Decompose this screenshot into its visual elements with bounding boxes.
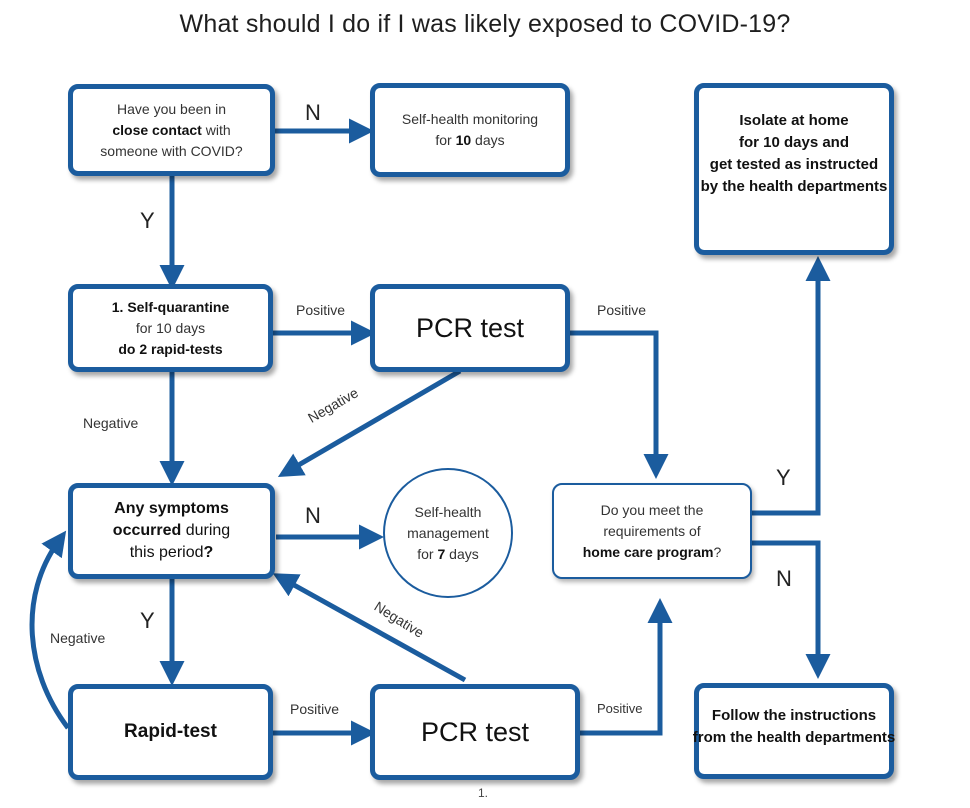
arrow-pcr-bottom-to-symptoms [272,573,467,683]
arrow-rapid-loop-to-symptoms [29,530,70,730]
label-n-close-contact: N [305,100,321,125]
symptoms-line-2-rest: during [181,522,231,539]
self-management-line-3-pre: for [417,545,438,562]
label-positive-quarantine: Positive [296,302,346,318]
home-care-question-box: Do you meet the requirements of home car… [552,483,752,579]
label-negative-quarantine: Negative [83,415,139,431]
self-monitoring-box: Self-health monitoring for 10 days [370,83,570,177]
arrow-pcr-bottom-to-home-care [578,598,673,736]
arrow-pcr-top-to-home-care [570,330,669,479]
self-monitoring-days: 10 [455,132,472,148]
isolate-line-2: for 10 days and [738,134,850,151]
label-n-home-care: N [776,566,792,591]
self-monitoring-line-2-post: days [471,132,505,148]
self-quarantine-line-1: 1. Self-quarantine [112,297,229,318]
home-care-program: home care program [582,543,714,560]
symptoms-line-3: this period? [130,542,214,564]
follow-line-1: Follow the instructions [711,707,877,724]
arrow-home-care-to-follow [750,540,831,679]
label-negative-rapid-loop: Negative [50,630,106,646]
label-y-symptoms: Y [140,608,155,633]
close-contact-line-2-rest: with [201,121,231,138]
self-quarantine-title: 1. Self-quarantine [111,298,230,315]
isolate-line-3: get tested as instructed [709,156,879,173]
self-management-circle: Self-health management for 7 days [383,468,513,598]
pcr-test-bottom-box: PCR test [370,684,580,780]
self-quarantine-line-2: for 10 days [135,319,206,336]
diagram-title: What should I do if I was likely exposed… [179,10,791,38]
symptoms-occurred: occurred [112,522,182,539]
self-management-line-3-post: days [445,545,479,562]
self-quarantine-line-3: do 2 rapid-tests [118,339,222,360]
close-contact-question-box: Have you been in close contact with some… [68,84,275,176]
label-n-symptoms: N [305,503,321,528]
home-care-line-3: home care program? [583,542,722,563]
symptoms-question-mark: ? [203,544,214,561]
follow-instructions-box: Follow the instructions from the health … [692,683,896,779]
self-quarantine-box: 1. Self-quarantine for 10 days do 2 rapi… [68,284,273,372]
label-y-home-care: Y [776,465,791,490]
home-care-line-2: requirements of [603,522,701,539]
arrow-pcr-top-to-symptoms [277,368,462,478]
symptoms-line-2: occurred during [113,520,230,542]
pcr-test-bottom-label: PCR test [420,716,530,747]
self-quarantine-tests: do 2 rapid-tests [118,340,223,357]
isolate-line-1: Isolate at home [739,112,849,129]
follow-line-2: from the health departments [692,729,896,746]
symptoms-title: Any symptoms [114,500,229,517]
label-positive-pcr-bottom: Positive [597,701,643,716]
close-contact-line-1: Have you been in [117,100,226,117]
self-management-line-3: for 7 days [417,544,479,565]
pcr-test-top-label: PCR test [415,312,525,343]
self-monitoring-line-1: Self-health monitoring [401,111,539,127]
self-monitoring-line-2: for 10 days [435,130,504,151]
self-management-days: 7 [437,545,446,562]
label-positive-pcr-top: Positive [597,302,647,318]
isolate-at-home-box: Isolate at home for 10 days and get test… [694,83,894,255]
symptoms-question-box: Any symptoms occurred during this period… [68,483,275,579]
home-care-line-1: Do you meet the [600,501,704,518]
self-management-line-2: management [407,524,489,541]
close-contact-emphasis: close contact [112,121,202,138]
pcr-test-top-box: PCR test [370,284,570,372]
home-care-question-mark: ? [713,543,722,560]
close-contact-line-3: someone with COVID? [100,142,243,159]
close-contact-line-2: close contact with [112,120,230,141]
rapid-test-box: Rapid-test [68,684,273,780]
symptoms-line-3-rest: this period [129,544,204,561]
symptoms-line-1: Any symptoms [114,498,229,520]
self-monitoring-line-2-pre: for [435,132,456,148]
self-management-line-1: Self-health [414,503,482,520]
arrow-home-care-to-isolate [750,256,831,516]
page-number: 1. [478,786,489,800]
isolate-line-4: by the health departments [700,178,888,195]
label-y-close-contact: Y [140,208,155,233]
rapid-test-label: Rapid-test [124,721,217,742]
label-positive-rapid: Positive [290,701,340,717]
